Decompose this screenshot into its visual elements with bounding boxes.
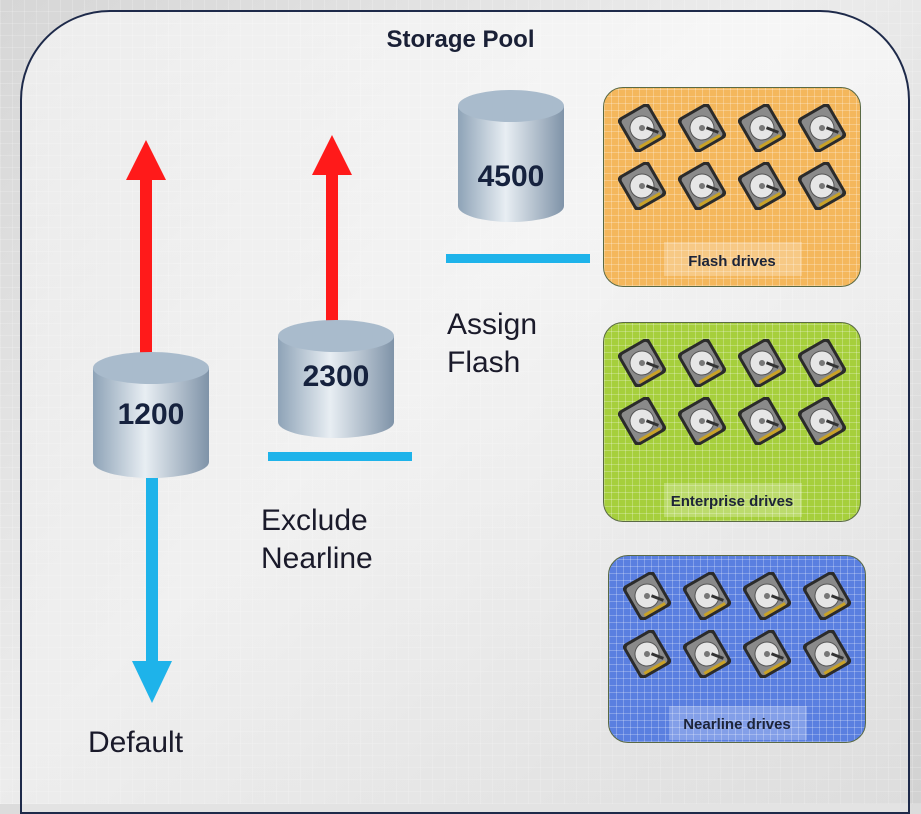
hard-drive-icon: [737, 338, 787, 388]
hard-drive-icon: [797, 396, 847, 446]
volume-value: 1200: [117, 398, 185, 431]
volume-2300: 2300: [276, 318, 396, 458]
volume-1200: 1200: [91, 350, 211, 490]
hard-drive-icon: [682, 571, 732, 621]
tier-label: Nearline drives: [683, 716, 791, 733]
hard-drive-icon: [677, 396, 727, 446]
drive-grid: [622, 571, 852, 679]
hard-drive-icon: [737, 161, 787, 211]
drive-grid: [617, 103, 847, 211]
arrow-down-icon: [132, 448, 172, 703]
storage-pool-title: Storage Pool: [386, 26, 535, 53]
hard-drive-icon: [622, 629, 672, 679]
panel-label-box: [669, 706, 807, 740]
arrow-up-icon: [126, 140, 166, 370]
caption-line: Exclude: [261, 504, 368, 537]
hard-drive-icon: [742, 629, 792, 679]
hard-drive-icon: [682, 629, 732, 679]
caption-line: Flash: [447, 346, 521, 379]
hard-drive-icon: [677, 338, 727, 388]
volume-value: 4500: [477, 160, 545, 193]
hard-drive-icon: [797, 338, 847, 388]
hard-drive-icon: [617, 161, 667, 211]
panel-label-box: [664, 483, 802, 517]
hard-drive-icon: [737, 396, 787, 446]
hard-drive-icon: [737, 103, 787, 153]
hard-drive-icon: [797, 161, 847, 211]
tier-label: Flash drives: [688, 253, 776, 270]
hard-drive-icon: [677, 161, 727, 211]
exclude-line: [268, 452, 412, 461]
hard-drive-icon: [622, 571, 672, 621]
caption-default: Default: [88, 726, 184, 759]
tier-flash: Flash drives: [603, 87, 861, 287]
hard-drive-icon: [802, 629, 852, 679]
hard-drive-icon: [797, 103, 847, 153]
assign-line: [446, 254, 590, 263]
hard-drive-icon: [802, 571, 852, 621]
caption-assign: Assign Flash: [447, 306, 537, 382]
volume-value: 2300: [302, 360, 370, 393]
panel-label-box: [664, 242, 802, 276]
caption-line: Nearline: [261, 542, 373, 575]
arrow-up-icon: [312, 135, 352, 335]
drive-grid: [617, 338, 847, 446]
hard-drive-icon: [617, 338, 667, 388]
tier-label: Enterprise drives: [670, 493, 794, 510]
hard-drive-icon: [617, 103, 667, 153]
tier-nearline: Nearline drives: [608, 555, 866, 743]
volume-4500: 4500: [456, 88, 566, 228]
hard-drive-icon: [677, 103, 727, 153]
caption-exclude: Exclude Nearline: [261, 502, 373, 578]
database-cylinder-icon: [278, 320, 394, 438]
database-cylinder-icon: [93, 352, 209, 478]
hard-drive-icon: [742, 571, 792, 621]
hard-drive-icon: [617, 396, 667, 446]
database-cylinder-icon: [458, 90, 564, 222]
caption-line: Assign: [447, 308, 538, 341]
tier-enterprise: Enterprise drives: [603, 322, 861, 522]
